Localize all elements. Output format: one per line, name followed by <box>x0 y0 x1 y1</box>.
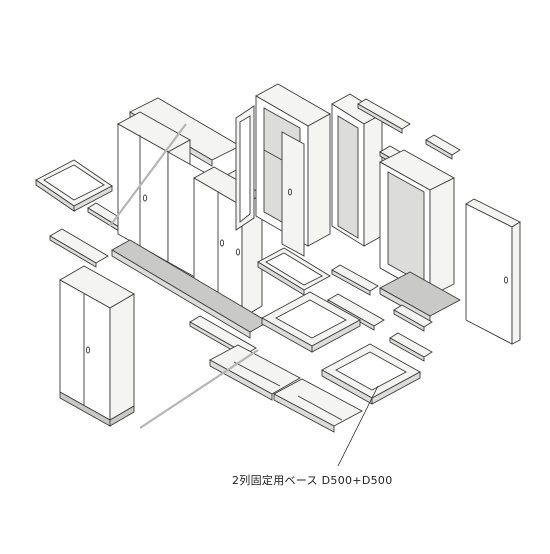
rail-loose-4 <box>389 332 433 362</box>
callout-label: 2列固定用ベース D500+D500 <box>232 474 393 487</box>
base-plate-3 <box>273 378 363 433</box>
base-plate-2 <box>209 344 301 401</box>
callout-leader-line <box>337 385 379 467</box>
tray-center <box>257 247 331 296</box>
rail-left-lower <box>49 228 109 268</box>
rail-loose-1 <box>331 264 379 296</box>
open-box-cabinet-right <box>379 149 455 297</box>
base-rail-center <box>111 239 269 339</box>
rail-top-right-1 <box>357 98 411 134</box>
rail-top-right-2 <box>425 134 461 160</box>
cabinet-center-front <box>193 166 263 319</box>
floor-plate-left <box>35 159 113 212</box>
assembly-lead-lines <box>109 123 259 429</box>
open-cabinet-tall <box>235 83 331 257</box>
rail-loose-3 <box>393 304 433 332</box>
cabinet-standalone <box>59 265 135 427</box>
base-frame-lower <box>321 343 421 405</box>
base-frame-upper <box>261 291 361 353</box>
door-panel-right <box>465 198 521 345</box>
